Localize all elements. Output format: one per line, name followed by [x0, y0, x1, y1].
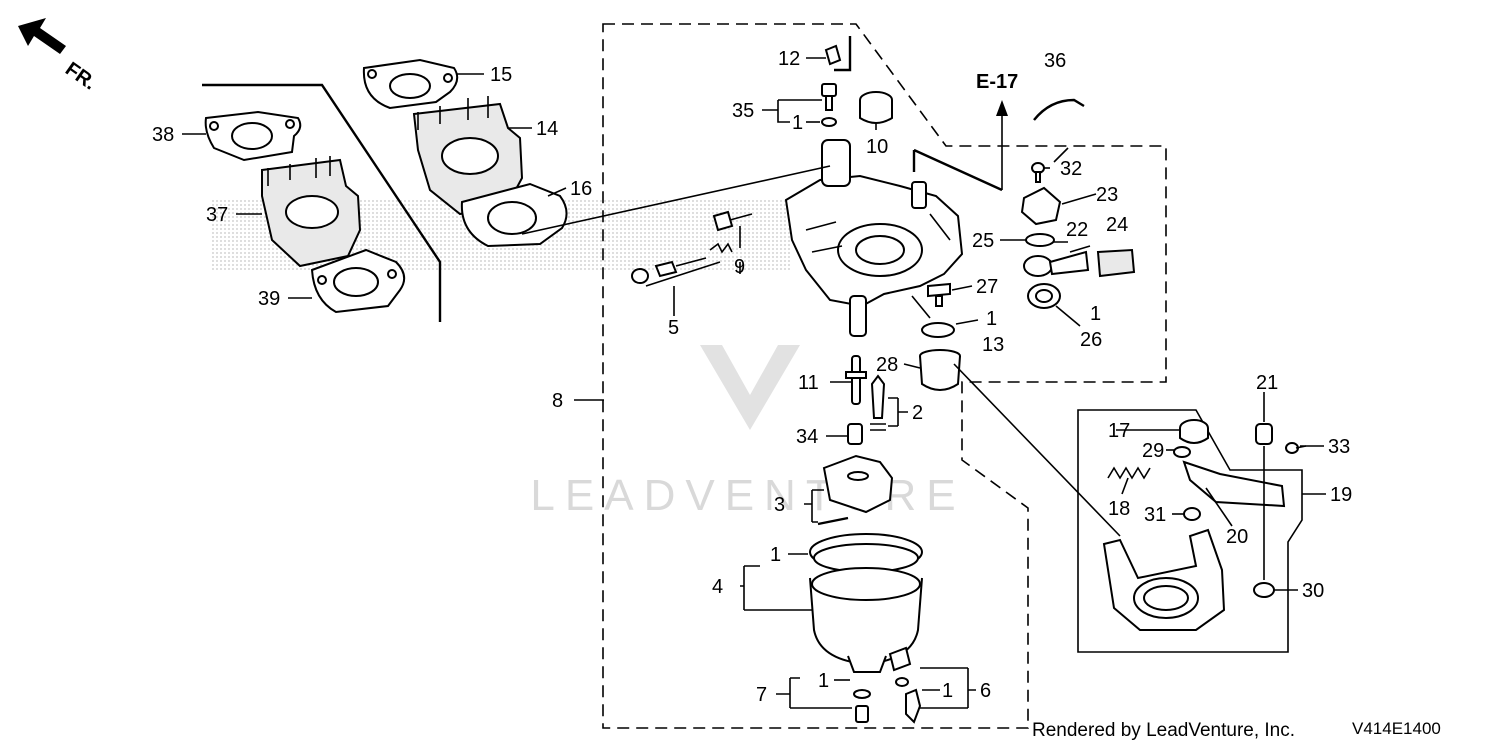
- callout-23: 23: [1096, 184, 1118, 206]
- callout-9: 9: [734, 256, 745, 278]
- callout-10: 10: [866, 136, 888, 158]
- leader-lines: [182, 57, 1326, 709]
- callout-24: 24: [1106, 214, 1128, 236]
- part-27-jet: [927, 282, 951, 307]
- part-30-nut: [1253, 582, 1275, 598]
- callout-39: 39: [258, 288, 280, 310]
- part-36-wire: [1033, 98, 1085, 121]
- callout-3: 3: [774, 494, 785, 516]
- callout-26: 26: [1080, 329, 1102, 351]
- part-37-insulator: [261, 156, 362, 268]
- callout-2: 2: [912, 402, 923, 424]
- part-25-washer: [1025, 233, 1055, 247]
- callout-15: 15: [490, 64, 512, 86]
- callout-6: 6: [980, 680, 991, 702]
- callout-1d: 1: [770, 544, 781, 566]
- part-26-diaphragm: [1027, 283, 1061, 309]
- footer-diagram-code: V414E1400: [1352, 719, 1441, 738]
- callout-8: 8: [552, 390, 563, 412]
- part-bracket-plate: [1102, 528, 1226, 631]
- front-direction-arrow-icon: [18, 18, 66, 54]
- carburetor-body: [784, 139, 964, 337]
- part-38-gasket: [204, 110, 302, 162]
- part-29-washer: [1173, 446, 1191, 458]
- callout-34: 34: [796, 426, 818, 448]
- callout-29: 29: [1142, 440, 1164, 462]
- part-14-insulator: [412, 96, 524, 216]
- callout-4: 4: [712, 576, 723, 598]
- callout-11: 11: [798, 372, 819, 394]
- inner-sub-boundary: [912, 148, 1003, 192]
- part-2-valve: [870, 374, 886, 431]
- callout-13: 13: [982, 334, 1004, 356]
- callout-30: 30: [1302, 580, 1324, 602]
- reference-e17: E-17: [976, 71, 1018, 93]
- part-34-jet: [847, 423, 863, 445]
- carburetor-assembly-boundary: [602, 23, 1167, 729]
- callout-22: 22: [1066, 219, 1088, 241]
- callout-25: 25: [972, 230, 994, 252]
- callout-16: 16: [570, 178, 592, 200]
- part-33-screw: [1285, 442, 1307, 454]
- part-21-collar: [1255, 423, 1273, 580]
- part-7-bolt: [853, 689, 871, 723]
- part-35-screw: [821, 83, 837, 127]
- part-24-block: [1096, 248, 1136, 278]
- part-17-cap: [1179, 419, 1209, 444]
- part-32-screw: [1031, 162, 1045, 183]
- callout-28: 28: [876, 354, 898, 376]
- callout-12: 12: [778, 48, 800, 70]
- part-6-drain-screw: [895, 677, 922, 724]
- callout-37: 37: [206, 204, 228, 226]
- callout-27: 27: [976, 276, 998, 298]
- callout-33: 33: [1328, 436, 1350, 458]
- part-31-nut: [1183, 507, 1201, 521]
- part-5-pilot-screw: [631, 257, 707, 284]
- callout-1b: 1: [1090, 303, 1101, 325]
- callout-31: 31: [1144, 504, 1166, 526]
- callout-21: 21: [1256, 372, 1278, 394]
- part-15-gasket: [362, 58, 459, 110]
- callout-32: 32: [1060, 158, 1082, 180]
- part-11-needle: [845, 355, 867, 405]
- callout-20: 20: [1226, 526, 1248, 548]
- callout-19: 19: [1330, 484, 1352, 506]
- callout-14: 14: [536, 118, 558, 140]
- part-20-lever: [1182, 460, 1286, 508]
- callout-1c: 1: [986, 308, 997, 330]
- callout-1f: 1: [942, 680, 953, 702]
- e17-reference-arrow-icon: [996, 100, 1008, 190]
- part-12-clip: [824, 36, 852, 72]
- part-18-spring: [1107, 466, 1151, 480]
- callout-1a: 1: [792, 112, 803, 134]
- part-39-gasket: [310, 248, 406, 314]
- callout-7: 7: [756, 684, 767, 706]
- part-9-screw: [709, 210, 753, 254]
- part-3-float: [817, 454, 894, 526]
- callout-5: 5: [668, 317, 679, 339]
- callout-1e: 1: [818, 670, 829, 692]
- part-23-cover: [1020, 186, 1062, 226]
- gasket-group-boundary: [202, 83, 442, 322]
- part-10-cap: [859, 91, 893, 124]
- part-22-lever: [1023, 250, 1090, 277]
- callout-18: 18: [1108, 498, 1130, 520]
- footer-rendered-by: Rendered by LeadVenture, Inc.: [1032, 720, 1295, 741]
- callout-35: 35: [732, 100, 754, 122]
- callout-36: 36: [1044, 50, 1066, 72]
- part-4-float-chamber: [809, 533, 923, 673]
- direction-label: FR.: [61, 58, 100, 95]
- watermark-text: LEADVENTURE: [530, 471, 965, 520]
- callout-17: 17: [1108, 420, 1130, 442]
- part-13-oring: [921, 322, 955, 338]
- callout-38: 38: [152, 124, 174, 146]
- part-28-cup: [919, 349, 961, 391]
